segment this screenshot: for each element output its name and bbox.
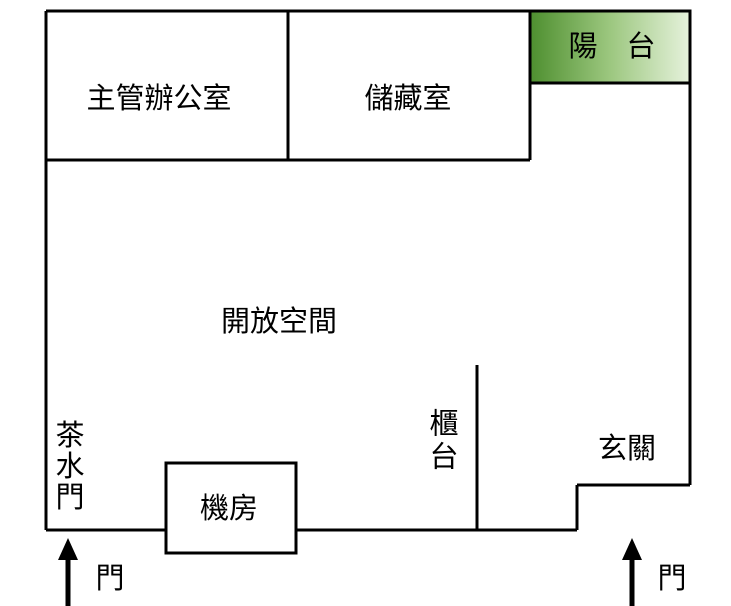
storage-label: 儲藏室 [364,81,451,115]
tea-room-label: 茶水門 [51,419,85,512]
server-room-label: 機房 [200,491,258,525]
entrance-label: 玄關 [598,431,656,465]
interior-walls [46,11,532,530]
arrow-up-icon [58,538,78,606]
server-room-box [164,461,298,555]
manager-office-label: 主管辦公室 [86,81,231,115]
balcony-label: 陽 台 [568,29,655,63]
outer-walls [44,9,692,532]
left-door-label: 門 [95,561,124,595]
arrow-up-icon [622,538,642,606]
counter-label: 櫃台 [425,408,459,474]
open-space-label: 開放空間 [221,304,337,338]
right-door-label: 門 [657,561,686,595]
